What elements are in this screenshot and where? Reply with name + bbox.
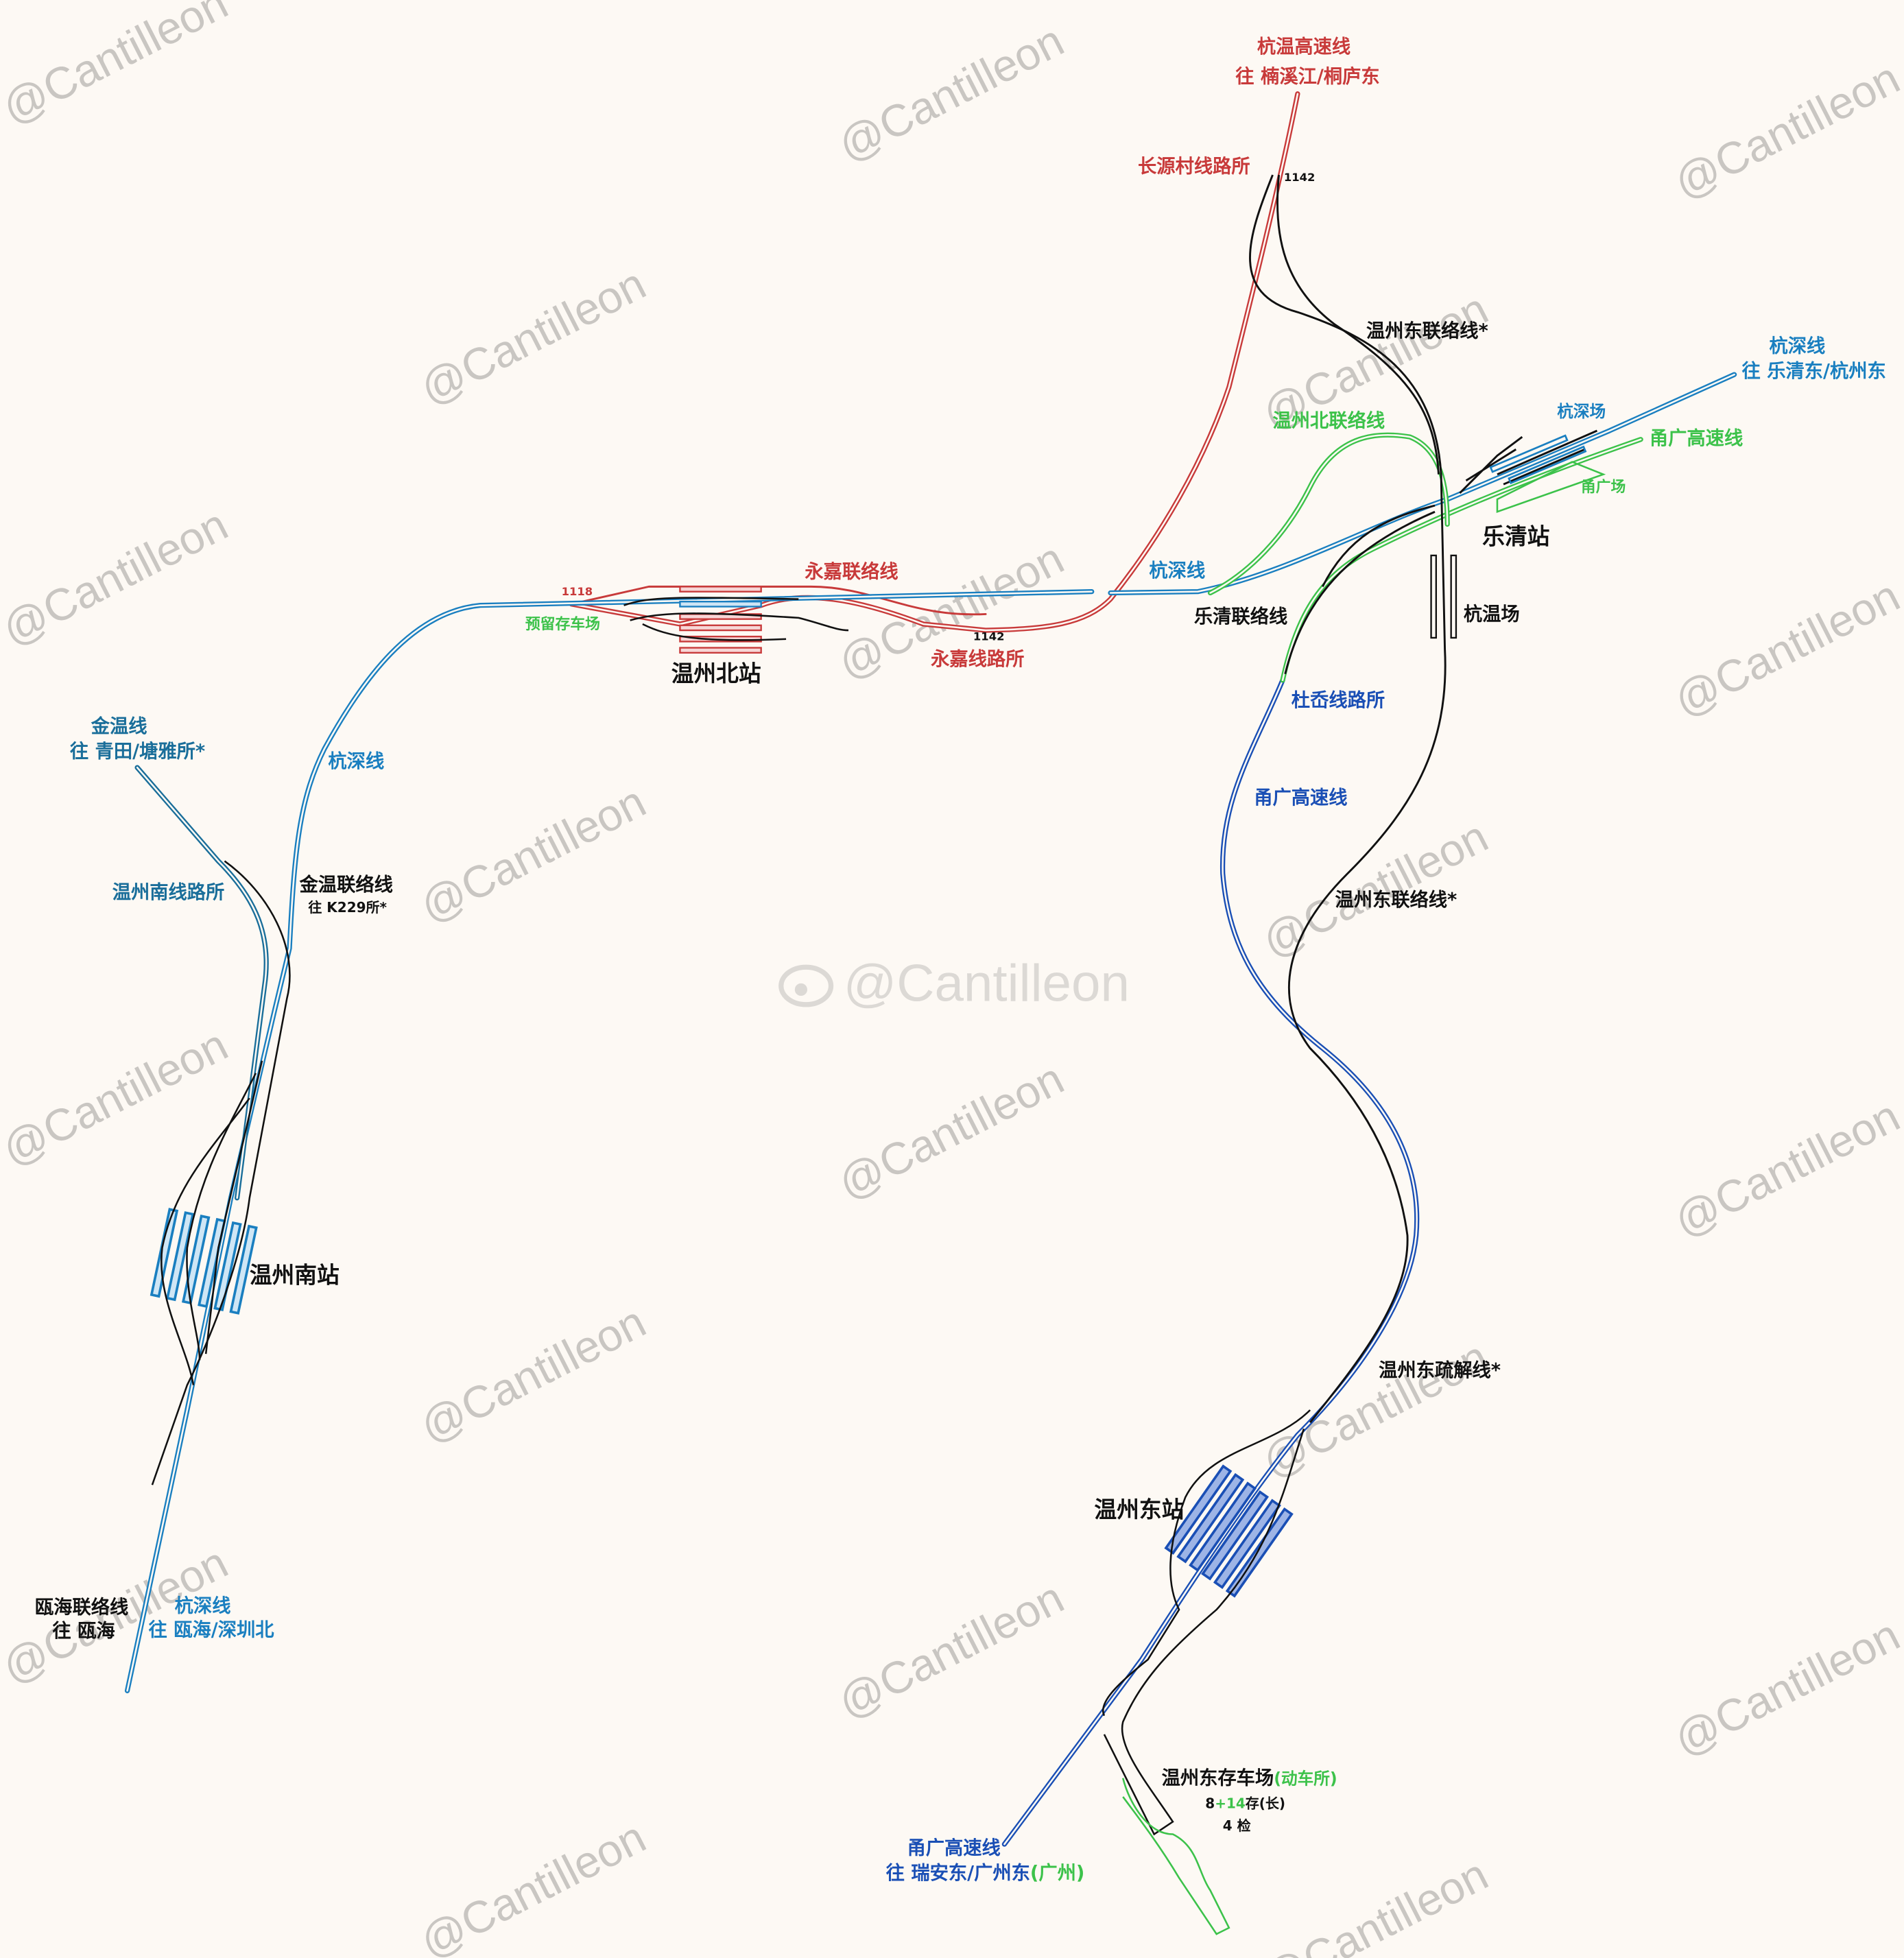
label-jinwen-link: 金温联络线: [299, 874, 393, 896]
label-depot: 温州东存车场(动车所): [1162, 1767, 1337, 1789]
label-yueqing-station: 乐清站: [1482, 524, 1549, 550]
label-wzb-station: 温州北站: [671, 661, 761, 687]
label-hangshen-ne: 杭深线: [1770, 335, 1826, 357]
platforms-wzn: [150, 1208, 258, 1315]
label-km-1118: 1118: [562, 585, 593, 598]
track-wzd-link: [1249, 174, 1598, 1424]
label-depot-inspect: 4 检: [1223, 1817, 1251, 1834]
label-yongguang-yard: 甬广场: [1581, 478, 1626, 496]
tracks-wzd-station: [1102, 1409, 1311, 1836]
label-wzd-link-mid: 温州东联络线*: [1335, 889, 1457, 911]
label-hangwen-yard: 杭温场: [1464, 603, 1520, 625]
depot-emu: [1121, 1778, 1230, 1935]
yongguang-sw-dest2: (广州): [1030, 1863, 1084, 1884]
depot-count-b: +14: [1215, 1795, 1246, 1811]
label-yueqing-link: 乐清联络线: [1194, 606, 1287, 628]
label-ouhai-dest: 往 瓯海: [52, 1620, 115, 1642]
weibo-logo-icon: [778, 964, 834, 1007]
label-ouhai-link: 瓯海联络线: [35, 1597, 128, 1619]
label-km-1142-mid: 1142: [973, 630, 1005, 643]
label-reserved-yard: 预留存车场: [525, 615, 600, 633]
track-jinwen: [134, 765, 269, 1201]
label-yongjia-post: 永嘉线路所: [930, 648, 1024, 670]
depot-emu-label: (动车所): [1274, 1769, 1337, 1789]
label-km-1142: 1142: [1284, 171, 1316, 184]
label-wzd-link-top: 温州东联络线*: [1366, 320, 1488, 342]
label-yongguang-sw: 甬广高速线: [907, 1837, 1001, 1859]
tracks-wzb-station: [623, 597, 849, 641]
label-hangshen-sw: 杭深线: [175, 1595, 231, 1617]
yongguang-sw-dest: 往 瑞安东/广州东: [886, 1862, 1030, 1884]
label-yongguang-ne: 甬广高速线: [1650, 427, 1743, 449]
watermark-center: @Cantilleon: [844, 954, 1130, 1012]
tracks-wzn-station: [151, 860, 291, 1485]
label-hangwen-line: 杭温高速线: [1257, 36, 1350, 58]
depot-count-c: 存(长): [1246, 1795, 1285, 1811]
label-wzn-post: 温州南线路所: [112, 881, 225, 903]
track-hangwen-hsr: [569, 91, 1300, 633]
label-hangshen-ne-dest: 往 乐清东/杭州东: [1742, 360, 1886, 382]
label-hangshen-west: 杭深线: [328, 750, 384, 772]
label-hangshen-mid: 杭深线: [1149, 560, 1205, 582]
depot-count-a: 8: [1205, 1795, 1215, 1811]
label-hangshen-yard: 杭深场: [1557, 402, 1606, 421]
label-hangwen-dest: 往 楠溪江/桐庐东: [1235, 65, 1379, 87]
label-jinwen-link-dest: 往 K229所*: [308, 899, 387, 916]
label-jinwen-dest: 往 青田/塘雅所*: [70, 741, 205, 763]
label-jinwen-line: 金温线: [91, 715, 147, 737]
platforms-hangshen-yard: [1489, 434, 1587, 485]
label-yongjia-link: 永嘉联络线: [804, 561, 898, 583]
label-wzb-link: 温州北联络线: [1273, 410, 1385, 432]
label-yongguang-mid: 甬广高速线: [1254, 787, 1347, 809]
label-hangshen-sw-dest: 往 瓯海/深圳北: [148, 1619, 274, 1640]
label-wzd-station: 温州东站: [1094, 1496, 1184, 1523]
label-duao: 杜岙线路所: [1292, 689, 1385, 711]
labels: 杭温高速线 往 楠溪江/桐庐东 长源村线路所 1142 温州东联络线* 杭深线 …: [35, 36, 1886, 1884]
label-depot-count: 8+14存(长): [1205, 1795, 1285, 1811]
label-wzd-relief: 温州东疏解线*: [1379, 1359, 1501, 1381]
label-yongguang-sw-dest: 往 瑞安东/广州东(广州): [886, 1862, 1085, 1884]
depot-name: 温州东存车场: [1162, 1767, 1274, 1789]
label-changyuancun: 长源村线路所: [1138, 155, 1250, 177]
label-wzn-station: 温州南站: [250, 1262, 340, 1288]
platforms-hangwen-yard: [1430, 554, 1457, 639]
